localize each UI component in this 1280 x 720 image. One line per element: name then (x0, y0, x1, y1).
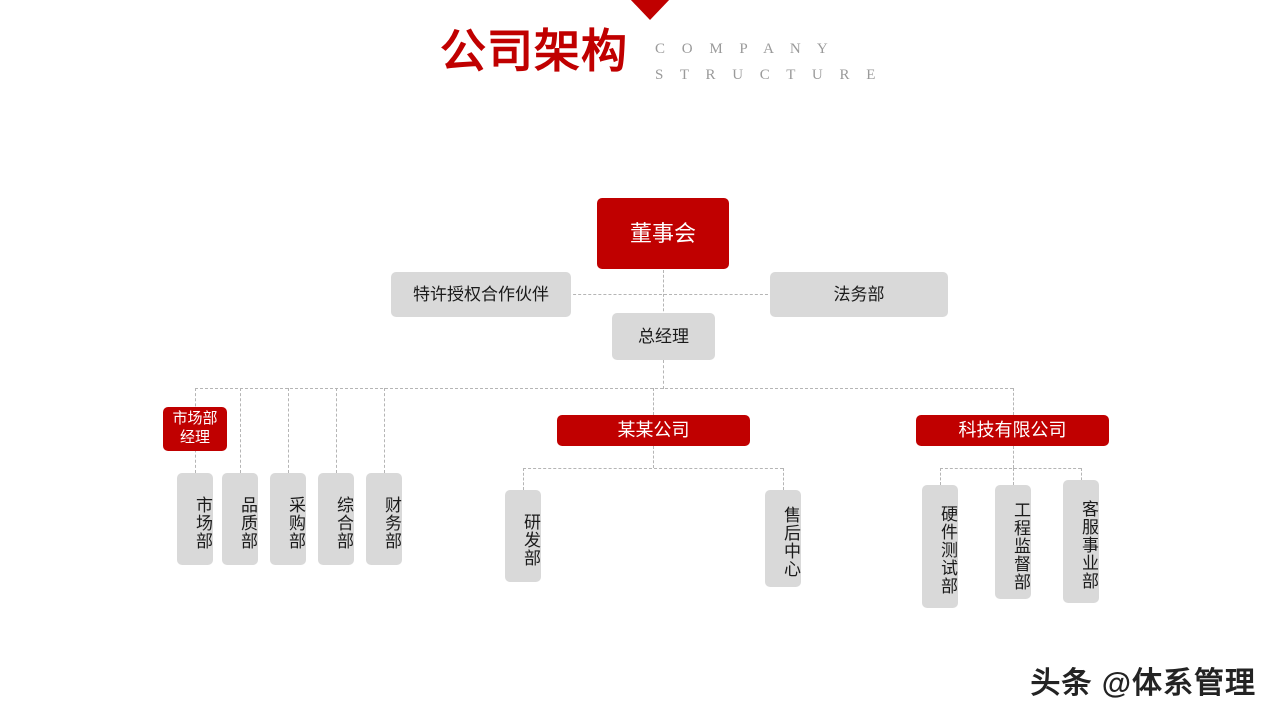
node-partner[interactable]: 特许授权合作伙伴 (391, 272, 571, 317)
connector-right-drop-1 (940, 468, 941, 485)
connector-left-drop-4 (336, 388, 337, 473)
node-marketing-manager-line2: 经理 (179, 429, 210, 446)
connector-gm-to-bus (663, 360, 664, 389)
connector-left-drop-2 (240, 388, 241, 473)
chevron-down-icon (608, 0, 692, 20)
node-dept-marketing[interactable]: 市场部 (177, 473, 213, 565)
watermark: 头条 @体系管理 (1030, 667, 1256, 700)
connector-bus-to-right-head (1013, 388, 1014, 415)
node-dept-rnd[interactable]: 研发部 (505, 490, 541, 582)
node-board[interactable]: 董事会 (597, 198, 729, 269)
connector-right-bus (940, 468, 1081, 469)
connector-left-drop-5 (384, 388, 385, 473)
connector-bus-to-middle-head (653, 388, 654, 415)
page-subtitle: C O M P A N Y S T R U C T U R E (655, 36, 882, 88)
node-marketing-manager[interactable]: 市场部 经理 (163, 407, 227, 451)
connector-middle-bus (523, 468, 783, 469)
node-dept-quality[interactable]: 品质部 (222, 473, 258, 565)
connector-right-head-to-bus (1013, 446, 1014, 468)
page-subtitle-line2: S T R U C T U R E (655, 67, 882, 83)
node-marketing-manager-line1: 市场部 (172, 410, 218, 428)
page-title: 公司架构 (440, 25, 628, 77)
node-dept-hardware-test[interactable]: 硬件测试部 (922, 485, 958, 608)
connector-right-drop-3 (1081, 468, 1082, 485)
connector-middle-drop-2 (783, 468, 784, 490)
node-company-right[interactable]: 科技有限公司 (916, 415, 1109, 446)
connector-main-bus (195, 388, 1013, 389)
node-legal[interactable]: 法务部 (770, 272, 948, 317)
node-dept-general-affairs[interactable]: 综合部 (318, 473, 354, 565)
node-dept-engineering-supervision[interactable]: 工程监督部 (995, 485, 1031, 599)
node-company-middle[interactable]: 某某公司 (557, 415, 750, 446)
node-dept-after-sales[interactable]: 售后中心 (765, 490, 801, 587)
connector-left-drop-3 (288, 388, 289, 473)
connector-middle-head-to-bus (653, 446, 654, 468)
node-dept-finance[interactable]: 财务部 (366, 473, 402, 565)
page-subtitle-line1: C O M P A N Y (655, 41, 835, 57)
connector-board-to-gm (663, 270, 664, 316)
connector-right-drop-2 (1013, 468, 1014, 485)
connector-partner-legal-bus (563, 294, 773, 295)
node-dept-customer-service[interactable]: 客服事业部 (1063, 480, 1099, 603)
node-dept-purchasing[interactable]: 采购部 (270, 473, 306, 565)
connector-middle-drop-1 (523, 468, 524, 490)
node-general-manager[interactable]: 总经理 (612, 313, 715, 360)
